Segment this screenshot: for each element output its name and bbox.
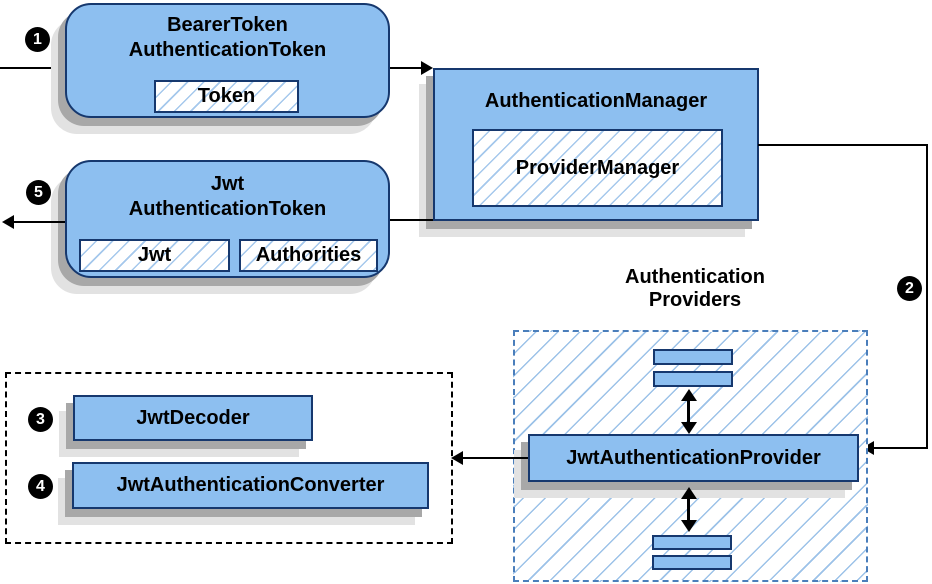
flow-line-provider-to-resolver-group bbox=[463, 457, 528, 459]
authorities-field: Authorities bbox=[239, 239, 378, 272]
double-arrow-bottom-up-head bbox=[681, 487, 697, 499]
double-arrow-bottom-down-head bbox=[681, 520, 697, 532]
resolver-group bbox=[5, 372, 453, 544]
provider-manager-field: ProviderManager bbox=[472, 129, 723, 207]
bearer-token-authentication-token-node: BearerToken AuthenticationToken Token bbox=[65, 3, 390, 118]
flow-line-response-out bbox=[13, 221, 65, 223]
double-arrow-bottom-shaft bbox=[687, 497, 690, 522]
jwt-field: Jwt bbox=[79, 239, 230, 272]
jwt-decoder-node: JwtDecoder bbox=[73, 395, 313, 441]
jwt-authentication-provider-node: JwtAuthenticationProvider bbox=[528, 434, 859, 482]
double-arrow-top-shaft bbox=[687, 399, 690, 424]
arrowhead-into-resolver-group bbox=[451, 451, 463, 465]
bearer-token-node-title: BearerToken AuthenticationToken bbox=[67, 13, 388, 63]
step-badge-4: 4 bbox=[28, 474, 53, 499]
jwt-authentication-converter-node: JwtAuthenticationConverter bbox=[72, 462, 429, 509]
flow-line-step2-vertical bbox=[926, 144, 928, 449]
arrowhead-response-out bbox=[2, 215, 14, 229]
jwt-authentication-token-node: Jwt AuthenticationToken Jwt Authorities bbox=[65, 160, 390, 278]
provider-placeholder-bar-top-2 bbox=[653, 371, 733, 387]
flow-line-step2-horizontal-bottom bbox=[874, 447, 928, 449]
authentication-manager-node: AuthenticationManager ProviderManager bbox=[433, 68, 759, 221]
step-badge-1: 1 bbox=[25, 27, 50, 52]
flow-line-request-in bbox=[0, 67, 65, 69]
double-arrow-top-up-head bbox=[681, 389, 697, 401]
authentication-providers-label: Authentication Providers bbox=[570, 266, 820, 312]
jwt-token-title-line1: Jwt bbox=[210, 173, 245, 195]
double-arrow-top-down-head bbox=[681, 422, 697, 434]
token-field: Token bbox=[154, 80, 299, 113]
provider-placeholder-bar-top-1 bbox=[653, 349, 733, 365]
flow-line-manager-to-jwt-token bbox=[390, 219, 433, 221]
step-badge-3: 3 bbox=[28, 407, 53, 432]
authentication-manager-title: AuthenticationManager bbox=[484, 90, 708, 112]
authentication-providers-label-line2: Providers bbox=[648, 289, 742, 311]
step-badge-5: 5 bbox=[26, 180, 51, 205]
authentication-providers-label-line1: Authentication bbox=[625, 266, 765, 288]
jwt-token-node-title: Jwt AuthenticationToken bbox=[67, 172, 388, 222]
flow-line-step2-horizontal-top bbox=[758, 144, 928, 146]
provider-placeholder-bar-bottom-1 bbox=[652, 535, 732, 550]
arrowhead-into-manager bbox=[421, 61, 433, 75]
step-badge-2: 2 bbox=[897, 276, 922, 301]
bearer-token-title-line1: BearerToken bbox=[167, 14, 288, 36]
flow-line-bearer-to-manager bbox=[390, 67, 422, 69]
provider-placeholder-bar-bottom-2 bbox=[652, 555, 732, 570]
jwt-token-title-line2: AuthenticationToken bbox=[128, 198, 327, 220]
bearer-token-title-line2: AuthenticationToken bbox=[128, 39, 327, 61]
